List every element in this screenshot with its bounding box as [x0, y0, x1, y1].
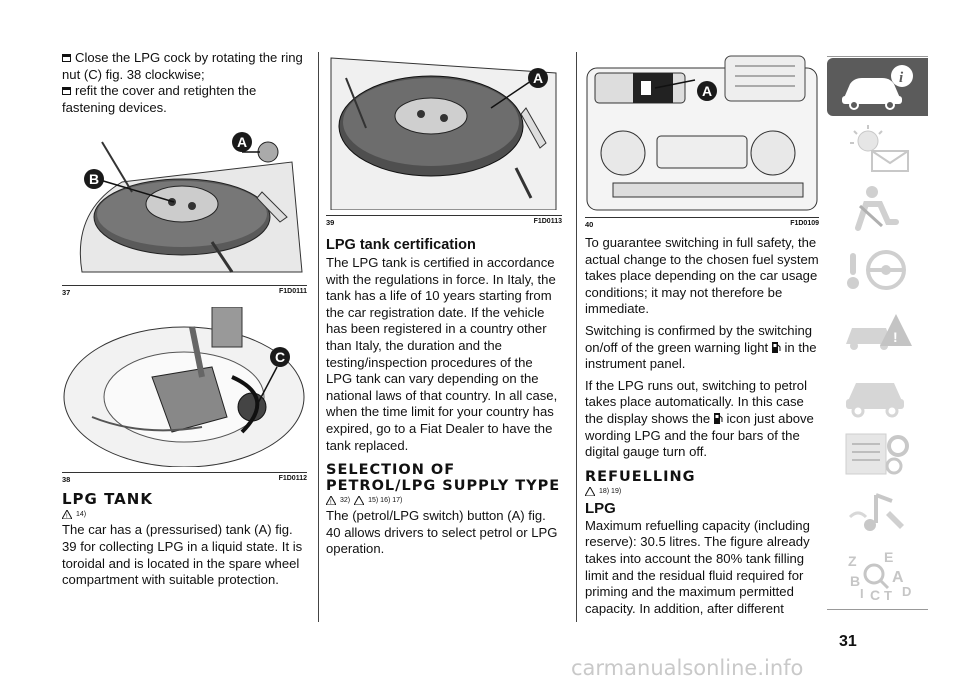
svg-text:!: ! — [330, 500, 332, 505]
driving-controls-icon — [846, 250, 906, 290]
figure-39-caption: 39 F1D0113 — [326, 218, 562, 227]
warning-triangle-icon: ! — [326, 496, 336, 506]
lpg-valve-illustration — [62, 306, 307, 468]
figure-code: F1D0112 — [278, 475, 307, 483]
column-2: A 39 F1D0113 LPG tank certification The L… — [326, 48, 562, 563]
svg-text:i: i — [899, 70, 904, 86]
switching-confirm-text: Switching is confirmed by the switching … — [585, 323, 819, 373]
section-heading-refuelling: REFUELLING — [585, 468, 696, 485]
tab-emergency[interactable]: ! — [827, 302, 928, 360]
section-heading-selection: SELECTION OF PETROL/LPG SUPPLY TYPE — [326, 462, 561, 495]
column-divider — [576, 52, 577, 622]
certification-body: The LPG tank is certified in accordance … — [326, 255, 558, 453]
callout-c: C — [270, 347, 290, 368]
warning-refs: ! 32) 15) 16) 17) — [326, 496, 562, 506]
tab-divider — [827, 56, 928, 57]
refs-text-a: 32) — [340, 497, 351, 505]
tab-divider — [827, 609, 928, 610]
svg-text:D: D — [902, 584, 911, 599]
safety-airbag-icon — [854, 186, 899, 231]
refs-text: 14) — [76, 511, 87, 519]
svg-text:!: ! — [66, 514, 68, 519]
switching-confirm-text-a: Switching is confirmed by the switching … — [585, 322, 813, 355]
column-divider — [318, 52, 319, 622]
emergency-icon: ! — [845, 314, 912, 350]
figure-40: A — [585, 48, 819, 218]
figure-40-caption: 40 F1D0109 — [585, 220, 819, 229]
tab-maintenance[interactable] — [827, 363, 928, 421]
tab-technical-data[interactable] — [827, 424, 928, 482]
figure-38: C — [62, 306, 307, 474]
figure-number: 40 — [585, 220, 594, 229]
caution-triangle-icon — [585, 486, 595, 496]
figure-code: F1D0111 — [278, 288, 307, 296]
tab-multimedia[interactable] — [827, 485, 928, 543]
subheading-tank-certification: LPG tank certification — [326, 237, 476, 253]
switching-safety-text: To guarantee switching in full safety, t… — [585, 235, 819, 317]
tab-warning-lights[interactable] — [827, 119, 928, 177]
selection-body: The (petrol/LPG switch) button (A) fig. … — [326, 508, 558, 557]
svg-text:E: E — [884, 549, 893, 565]
svg-text:A: A — [892, 569, 904, 586]
figure-code: F1D0113 — [533, 218, 562, 225]
warning-triangle-icon: ! — [62, 510, 72, 520]
callout-a: A — [232, 132, 252, 153]
technical-data-icon — [845, 433, 909, 475]
svg-text:T: T — [884, 588, 892, 602]
figure-37: A B — [62, 122, 307, 287]
callout-a: A — [528, 68, 548, 88]
watermark: carmanualsonline.info — [571, 656, 804, 680]
callout-a: A — [697, 81, 717, 101]
column-3: A 40 F1D0109 To guarantee switching in fu… — [585, 48, 819, 622]
warning-refs: 18) 19) — [585, 486, 819, 496]
lpg-runs-out-text: If the LPG runs out, switching to petrol… — [585, 378, 819, 461]
lpg-runs-out-text-a: If the LPG runs out, switching to petrol… — [585, 377, 807, 426]
figure-39: A — [326, 48, 562, 216]
figure-number: 39 — [326, 218, 335, 227]
multimedia-icon — [848, 493, 904, 531]
svg-text:Z: Z — [848, 553, 857, 569]
page-number: 31 — [839, 633, 857, 650]
lpg-tank-top-illustration — [62, 122, 307, 281]
figure-number: 37 — [62, 288, 71, 298]
lpg-warning-light-icon — [771, 341, 781, 353]
tab-safety[interactable] — [827, 180, 928, 238]
callout-b: B — [84, 169, 104, 190]
car-info-icon: i — [841, 65, 913, 110]
figure-code: F1D0109 — [790, 220, 819, 227]
refs-text-b: 15) 16) 17) — [368, 497, 403, 505]
bullet-icon — [62, 87, 71, 96]
svg-text:I: I — [860, 586, 864, 601]
svg-text:C: C — [870, 587, 880, 602]
tab-driving[interactable] — [827, 241, 928, 299]
column-1: Close the LPG cock by rotating the ring … — [62, 50, 307, 594]
subheading-lpg: LPG — [585, 499, 616, 517]
car-maintenance-icon — [845, 383, 904, 418]
svg-text:!: ! — [893, 329, 898, 345]
refuelling-body: Maximum refuelling capacity (including r… — [585, 517, 810, 616]
warning-lights-icon — [849, 125, 909, 172]
refs-text: 18) 19) — [599, 487, 622, 495]
lpg-tank-body: The car has a (pressurised) tank (A) fig… — [62, 522, 303, 588]
lpg-runs-out-text-b: icon just above wording LPG and the four… — [585, 410, 814, 460]
dashboard-switch-illustration — [585, 48, 819, 212]
section-heading-lpg-tank: LPG TANK — [62, 490, 153, 509]
bullet-icon — [62, 54, 71, 62]
warning-refs: ! 14) — [62, 510, 307, 520]
figure-38-caption: 38 F1D0112 — [62, 475, 307, 484]
figure-37-caption: 37 F1D0111 — [62, 288, 307, 297]
switching-confirm-text-b: in the instrument panel. — [585, 339, 817, 372]
bullet-text-2: refit the cover and retighten the fasten… — [62, 83, 257, 115]
tab-car-info[interactable]: i — [827, 58, 928, 116]
petrol-pump-icon — [713, 412, 723, 424]
svg-text:B: B — [850, 573, 860, 589]
figure-number: 38 — [62, 475, 71, 485]
lpg-tank-compartment-illustration — [326, 48, 562, 211]
bullet-text-1: Close the LPG cock by rotating the ring … — [62, 50, 303, 82]
caution-triangle-icon — [354, 496, 365, 506]
